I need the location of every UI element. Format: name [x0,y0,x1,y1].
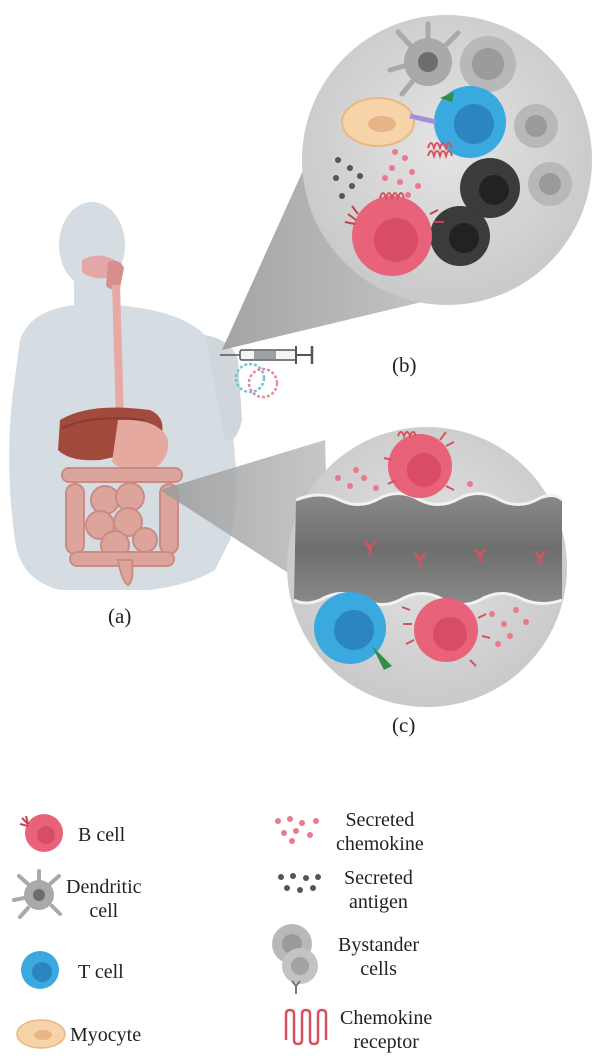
panel-label-c: (c) [392,713,416,737]
b-cell-icon [19,814,63,852]
dendritic-cell-icon [12,869,62,919]
t-cell-icon [21,951,59,989]
bubble-b [302,15,592,305]
myocyte-icon [16,1019,66,1049]
legend-bystander-cells: Bystander cells [338,934,420,980]
panel-label-b: (b) [392,353,417,377]
panel-label-a: (a) [108,604,132,628]
legend-chemokine-receptor: Chemokine receptor [340,1007,433,1053]
bystander-cells-icon [272,924,318,994]
legend-secreted-chemokine: Secreted chemokine [336,809,424,855]
chemokine-receptor-icon [284,1008,328,1046]
legend-secreted-antigen: Secreted antigen [344,867,413,913]
legend-b-cell: B cell [78,824,126,846]
antigen-icon [278,873,321,893]
zoom-cone-b [222,155,430,350]
chemokine-icon [275,816,319,844]
bubble-c [287,427,567,707]
legend-t-cell: T cell [78,961,124,983]
legend-myocyte: Myocyte [70,1024,142,1046]
human-body [9,202,242,590]
illustration [9,15,592,707]
legend-dendritic-cell: Dendritic cell [66,876,142,922]
syringe-icon [220,346,314,399]
